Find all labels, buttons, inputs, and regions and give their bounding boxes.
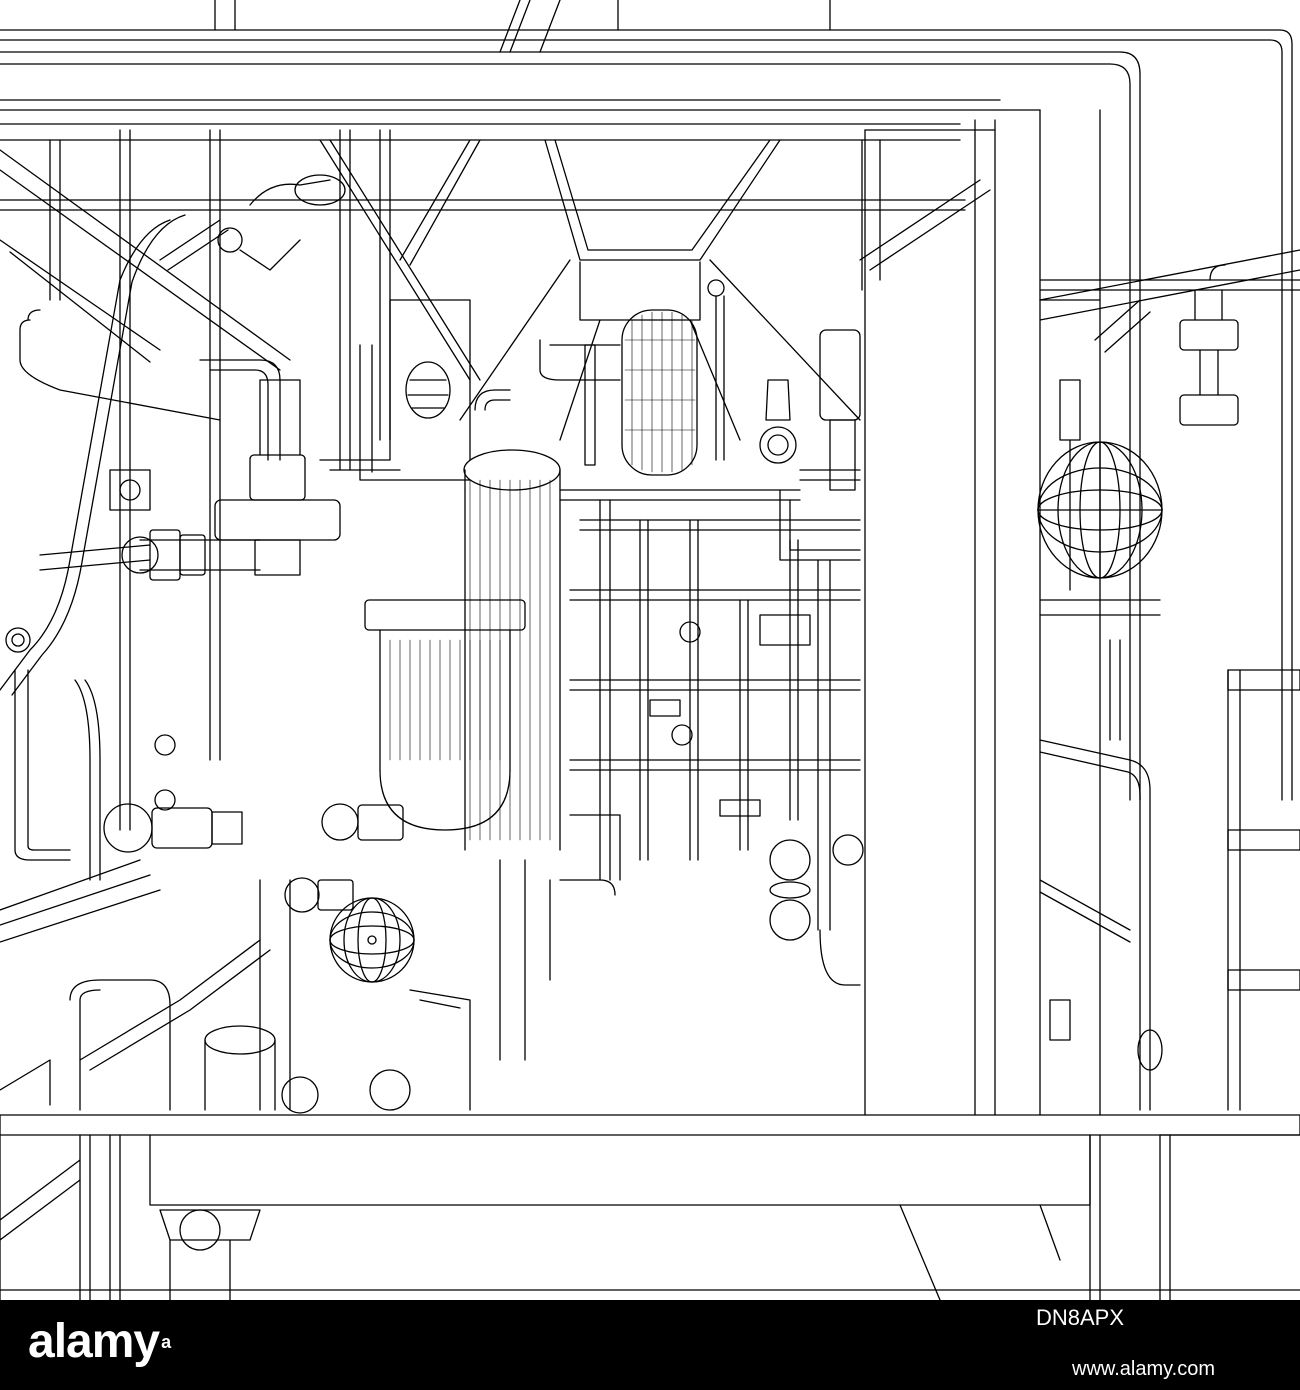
valve-assembly-left	[109, 174, 346, 581]
steel-lattice-frame	[0, 129, 1300, 831]
spherical-tank-right	[1037, 441, 1163, 616]
brand-name: alamy	[28, 1315, 160, 1368]
center-pipe-network	[499, 339, 861, 1061]
vertical-vessel	[319, 299, 561, 851]
website-url-label: www.alamy.com	[1072, 1358, 1215, 1380]
bottom-platform-deck	[0, 1114, 1300, 1300]
left-pipework	[0, 214, 281, 881]
overhead-pipe-rack	[0, 0, 1293, 801]
pump-motors-left	[69, 734, 471, 1114]
right-valve-column	[759, 329, 864, 986]
image-id-label: DN8APX	[1036, 1305, 1125, 1330]
wireframe-industrial-plant-drawing	[0, 0, 1300, 1300]
right-pipework	[1039, 264, 1300, 1111]
spherical-tank-small	[329, 897, 415, 983]
brand-mark: a	[161, 1332, 171, 1352]
front-railing	[0, 859, 271, 1106]
structural-columns	[864, 109, 1101, 1116]
horizontal-vessel-top	[621, 279, 725, 476]
